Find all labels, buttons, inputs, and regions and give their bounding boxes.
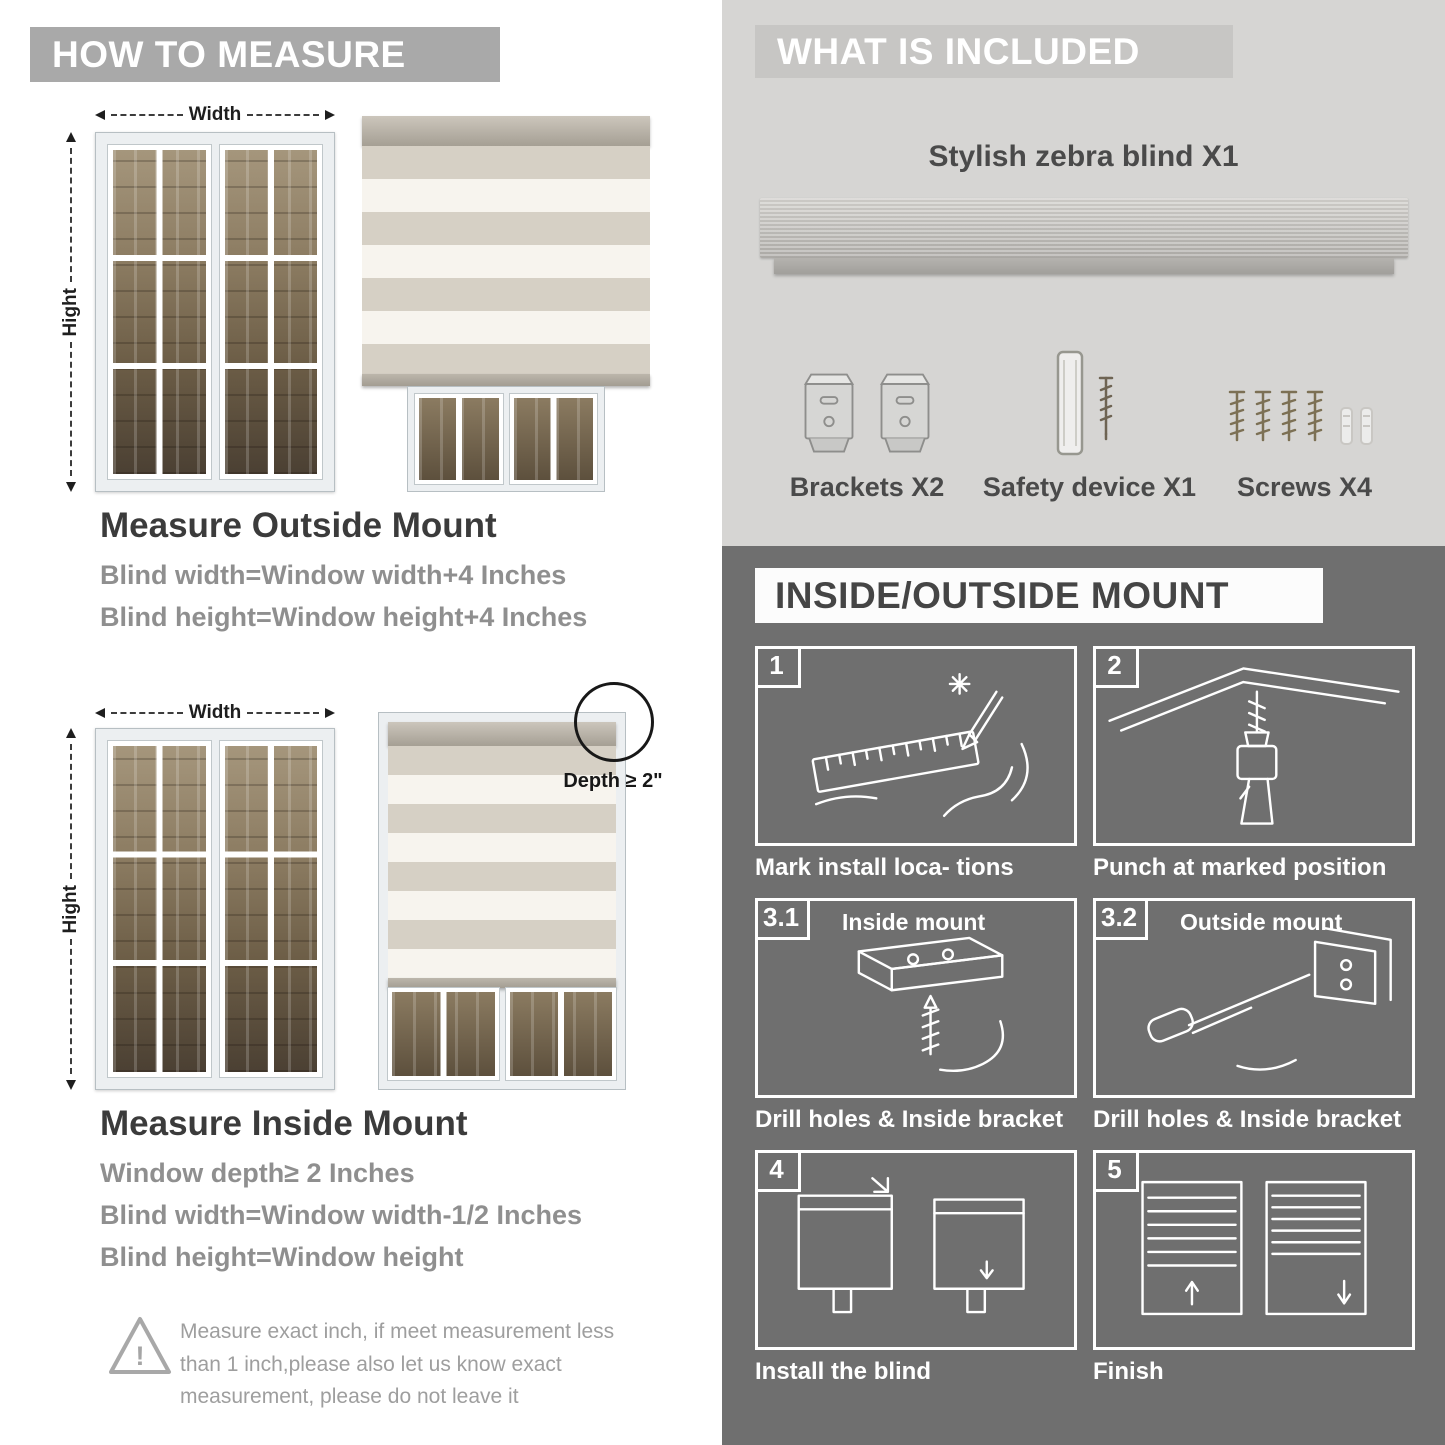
inside-mount-formula-height: Blind height=Window height — [100, 1242, 464, 1272]
blind-bottom-rail — [362, 374, 650, 386]
zebra-blind-item-label: Stylish zebra blind X1 — [928, 140, 1239, 173]
step-caption: Install the blind — [755, 1358, 932, 1385]
arrow-right-icon — [325, 110, 335, 120]
drill-illustration — [1108, 667, 1400, 825]
mount-step-4: 4 Install the blind — [755, 1150, 1077, 1386]
height-label: Hight — [60, 287, 81, 337]
arrow-up-icon — [66, 132, 76, 142]
outside-bracket-illustration — [1147, 926, 1392, 1071]
what-is-included-section: WHAT IS INCLUDED Stylish zebra blind X1 — [722, 0, 1445, 546]
bracket-icon — [803, 373, 855, 453]
mount-step-5: 5 Finish — [1093, 1150, 1415, 1386]
step-caption: Drill holes & Inside bracket — [755, 1106, 1064, 1133]
outside-mount-formula-width: Blind width=Window width+4 Inches — [100, 560, 567, 590]
width-arrow-inside: Width — [95, 702, 335, 724]
height-arrow-inside: Hight — [60, 728, 82, 1091]
step-caption: Drill holes & Inside bracket — [1093, 1106, 1402, 1133]
mount-step-3-2: 3.2 Outside mount Drill holes & Inside b… — [1093, 898, 1415, 1134]
window-illustration-inside — [95, 728, 335, 1090]
screws-icon — [1228, 390, 1373, 445]
zebra-blind-rail-illustration — [774, 258, 1394, 274]
mount-instructions-header: INSIDE/OUTSIDE MOUNT — [755, 568, 1323, 623]
arrow-left-icon — [95, 110, 105, 120]
step-inline-label: Outside mount — [1180, 909, 1343, 935]
measurement-note: Measure exact inch, if meet measurement … — [180, 1320, 615, 1409]
arrow-left-icon — [95, 708, 105, 718]
step-number: 4 — [755, 1150, 801, 1192]
depth-callout-circle — [574, 682, 654, 762]
height-label: Hight — [60, 884, 81, 934]
inside-mount-formula-width: Blind width=Window width-1/2 Inches — [100, 1200, 583, 1230]
blind-cassette — [362, 116, 650, 146]
arrow-down-icon — [66, 482, 76, 493]
window-sash — [107, 144, 212, 480]
blind-stripes — [388, 746, 616, 978]
window-under-blind — [387, 987, 617, 1081]
zebra-blind-illustration-inside — [378, 712, 626, 1090]
mount-instructions-section: INSIDE/OUTSIDE MOUNT 1 — [722, 546, 1445, 1445]
included-item-brackets: Brackets X2 — [767, 332, 967, 503]
outside-mount-formula-height: Blind height=Window height+4 Inches — [100, 602, 588, 632]
arrow-down-icon — [66, 1080, 76, 1091]
anchor-icon — [1339, 407, 1373, 445]
mark-locations-illustration — [811, 673, 1029, 818]
brackets-label: Brackets X2 — [789, 472, 945, 502]
mount-step-3-1: 3.1 Inside mount Drill holes & In — [755, 898, 1077, 1134]
width-label: Width — [188, 104, 242, 125]
inside-mount-title: Measure Inside Mount — [100, 1104, 468, 1143]
mount-step-2: 2 Punch at marked position — [1093, 646, 1415, 882]
step-number: 3.1 — [755, 898, 811, 940]
included-item-safety-device: Safety device X1 — [972, 332, 1207, 503]
blind-stripes — [362, 146, 650, 374]
arrow-right-icon — [325, 708, 335, 718]
inside-bracket-illustration — [857, 936, 1005, 1073]
step-number: 2 — [1093, 646, 1139, 688]
inside-mount-depth-rule: Window depth≥ 2 Inches — [100, 1158, 415, 1188]
finish-illustration — [1141, 1180, 1367, 1316]
height-arrow-outside: Hight — [60, 132, 82, 493]
step-number: 3.2 — [1093, 898, 1149, 940]
window-sash — [218, 144, 323, 480]
window-under-blind — [407, 386, 605, 492]
included-item-screws: Screws X4 — [1207, 332, 1402, 503]
install-blind-illustration — [797, 1177, 1025, 1314]
zebra-blind-illustration-outside — [362, 116, 650, 492]
step-caption: Mark install loca- tions — [755, 854, 1014, 881]
window-sash — [508, 393, 598, 485]
width-arrow-outside: Width — [95, 104, 335, 126]
screws-label: Screws X4 — [1236, 472, 1373, 502]
what-is-included-header: WHAT IS INCLUDED — [755, 25, 1233, 78]
zebra-blind-headrail-illustration — [760, 198, 1408, 258]
step-inline-label: Inside mount — [842, 909, 986, 935]
width-label: Width — [188, 702, 242, 723]
bracket-icon — [879, 373, 931, 453]
window-sash — [387, 987, 500, 1081]
window-sash — [218, 740, 323, 1078]
window-sash — [107, 740, 212, 1078]
mount-step-1: 1 Mark install loca- tions — [755, 646, 1077, 882]
depth-requirement-label: Depth ≥ 2" — [563, 770, 663, 792]
window-illustration-outside — [95, 132, 335, 492]
window-sash — [504, 987, 617, 1081]
outside-mount-title: Measure Outside Mount — [100, 506, 497, 545]
step-caption: Finish — [1093, 1358, 1164, 1385]
step-caption: Punch at marked position — [1093, 854, 1387, 881]
warning-icon: ! — [105, 1312, 175, 1382]
blind-bottom-rail — [388, 978, 616, 988]
mount-steps-grid: 1 Mark install loca- tions — [755, 646, 1415, 1386]
arrow-up-icon — [66, 728, 76, 738]
safety-device-label: Safety device X1 — [982, 472, 1197, 502]
step-number: 1 — [755, 646, 801, 688]
warning-exclamation: ! — [135, 1341, 145, 1371]
safety-device-icon — [1056, 350, 1113, 456]
window-sash — [414, 393, 504, 485]
step-number: 5 — [1093, 1150, 1139, 1192]
how-to-measure-header: HOW TO MEASURE — [30, 27, 500, 82]
